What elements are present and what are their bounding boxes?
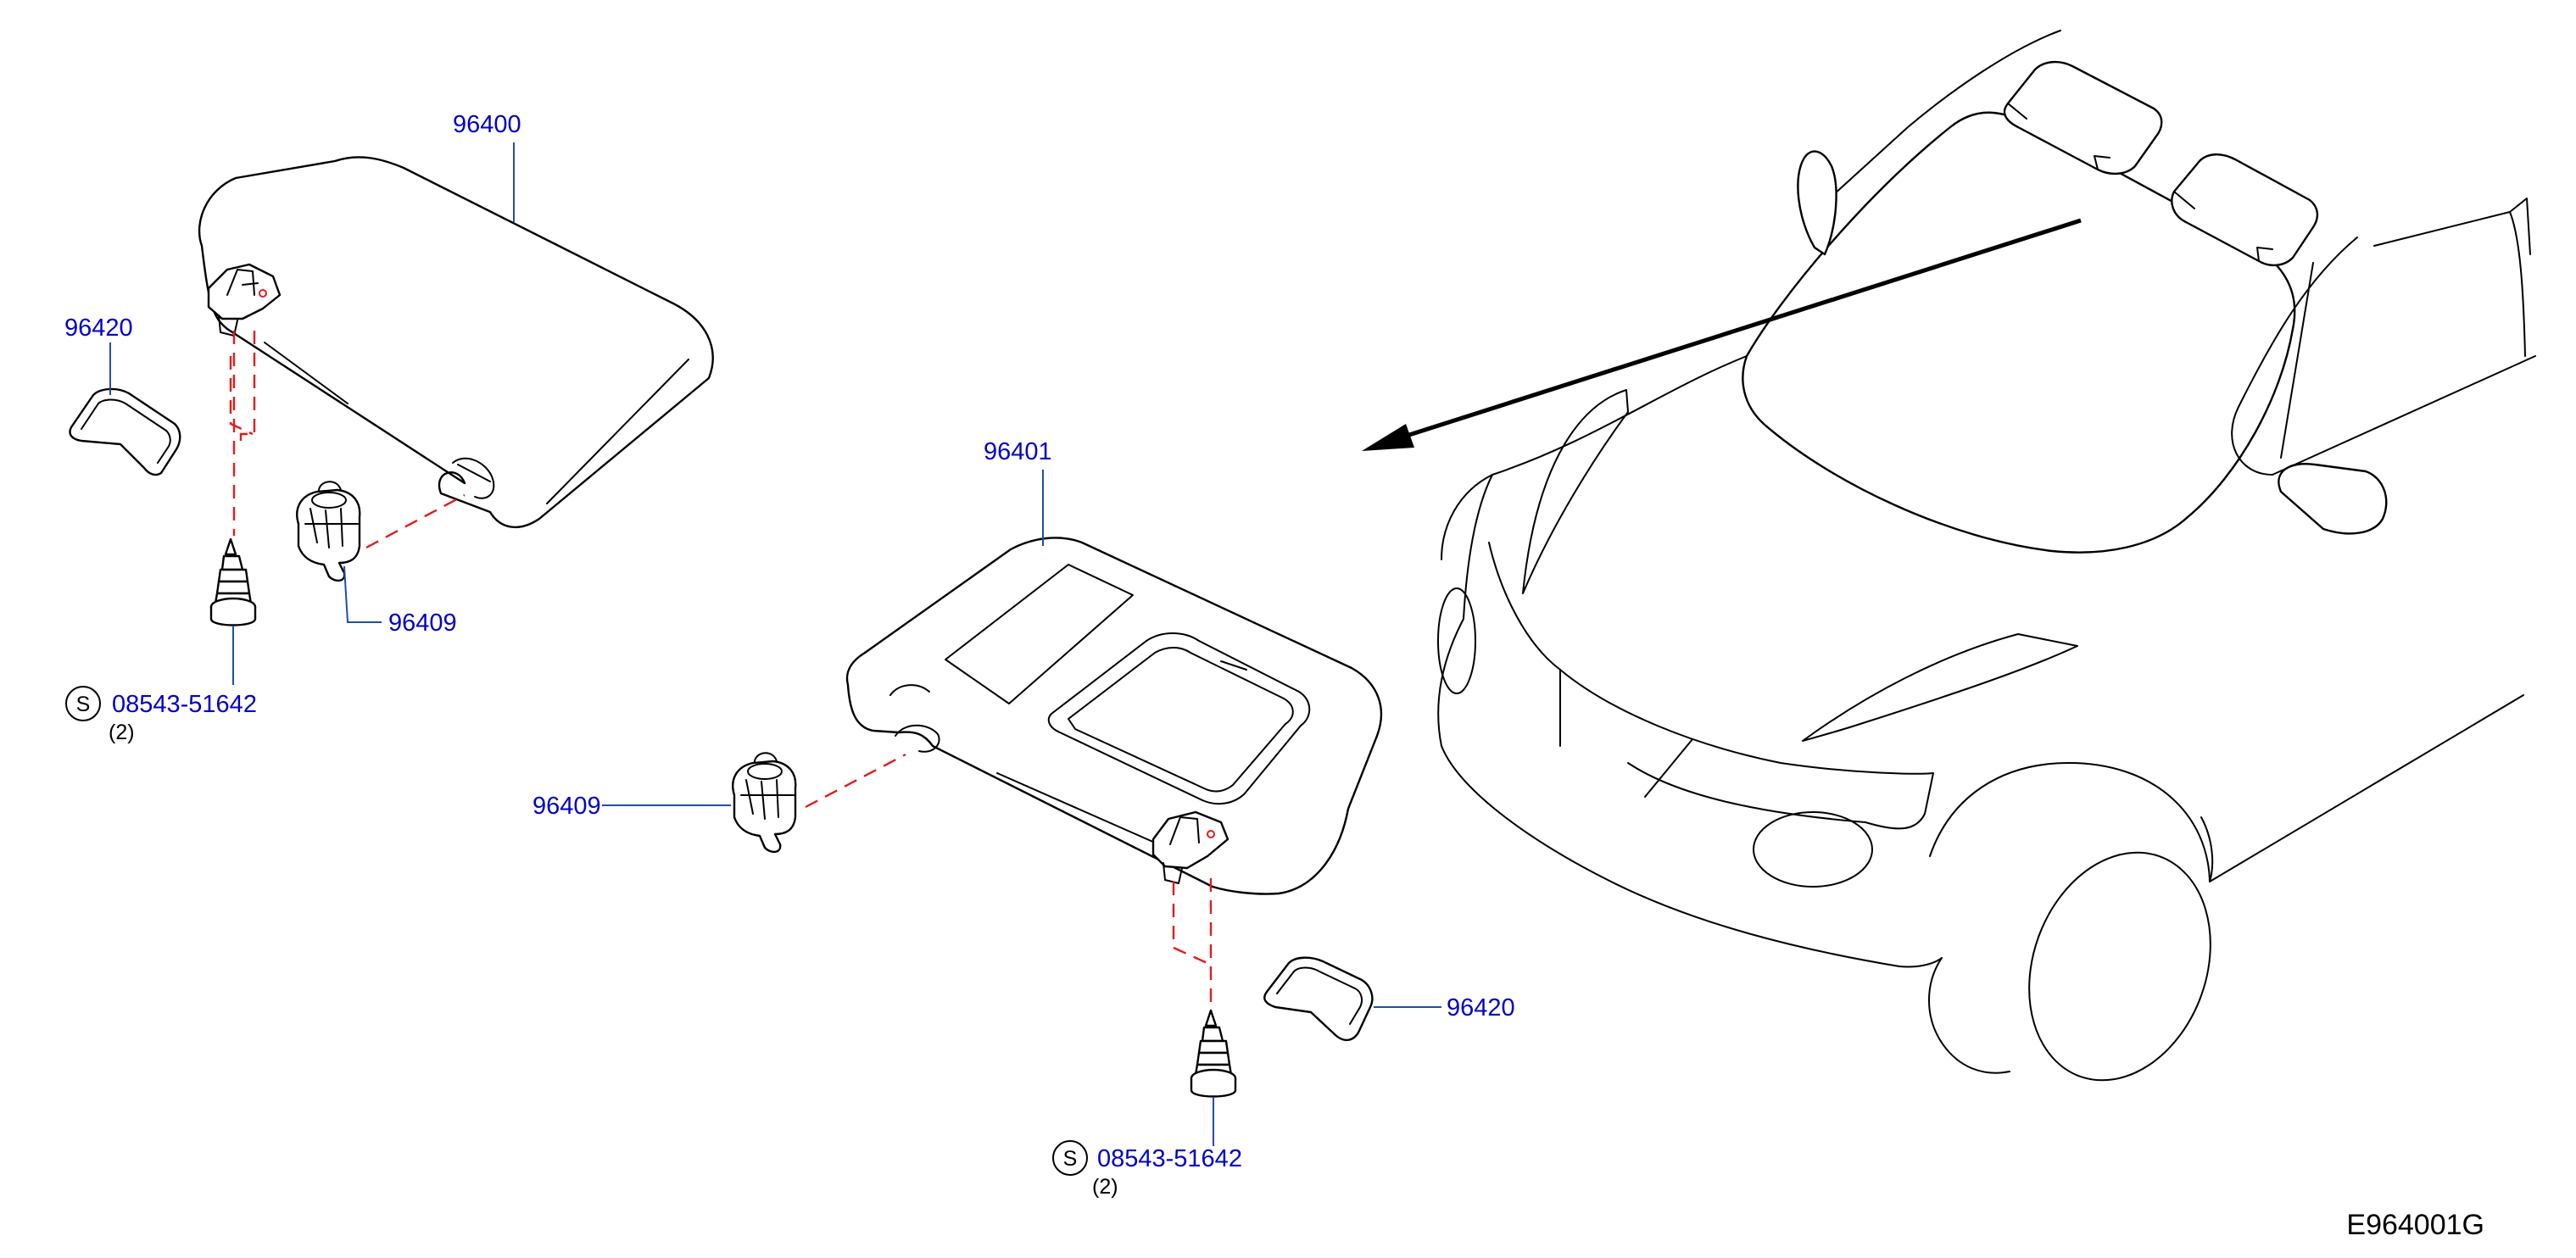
s-symbol-left: S xyxy=(76,693,91,716)
visor-left-hinge xyxy=(207,263,282,337)
assembly-lines xyxy=(229,331,1213,1007)
dash-right-loop xyxy=(1172,882,1212,966)
diagram-code: E964001G xyxy=(2346,1209,2484,1241)
visor-right-hinge xyxy=(1151,810,1229,884)
label-cover-left: 96420 xyxy=(64,314,133,342)
standard-part-symbol-left: S xyxy=(65,686,101,721)
label-visor-left: 96400 xyxy=(453,111,521,138)
label-screw-left: 08543-51642 xyxy=(112,691,257,718)
label-cover-right: 96420 xyxy=(1447,994,1515,1021)
label-screw-right: 08543-51642 xyxy=(1097,1145,1242,1172)
label-visor-right: 96401 xyxy=(984,438,1052,465)
s-symbol-right: S xyxy=(1063,1147,1078,1171)
dash-left-loop-b xyxy=(229,356,254,436)
dash-right-holder xyxy=(805,753,906,809)
cover-right[interactable] xyxy=(1263,956,1374,1042)
leader-holder-left xyxy=(343,565,382,623)
qty-screw-left: (2) xyxy=(109,721,135,744)
label-holder-right: 96409 xyxy=(532,793,601,820)
standard-part-symbol-right: S xyxy=(1052,1140,1088,1176)
screw-left[interactable] xyxy=(209,537,257,626)
callouts xyxy=(109,142,1441,1146)
label-holder-left: 96409 xyxy=(388,610,457,637)
visor-right[interactable] xyxy=(845,537,1383,895)
holder-left[interactable] xyxy=(296,481,361,582)
visor-left[interactable] xyxy=(198,156,714,529)
location-arrow xyxy=(1362,218,2082,451)
screw-right[interactable] xyxy=(1190,1009,1237,1098)
holder-right[interactable] xyxy=(732,752,797,854)
dash-left-loop xyxy=(239,331,256,441)
cover-left[interactable] xyxy=(69,387,181,476)
vehicle-outline xyxy=(1437,30,2536,1082)
dash-left-holder xyxy=(365,493,466,549)
qty-screw-right: (2) xyxy=(1092,1175,1118,1199)
